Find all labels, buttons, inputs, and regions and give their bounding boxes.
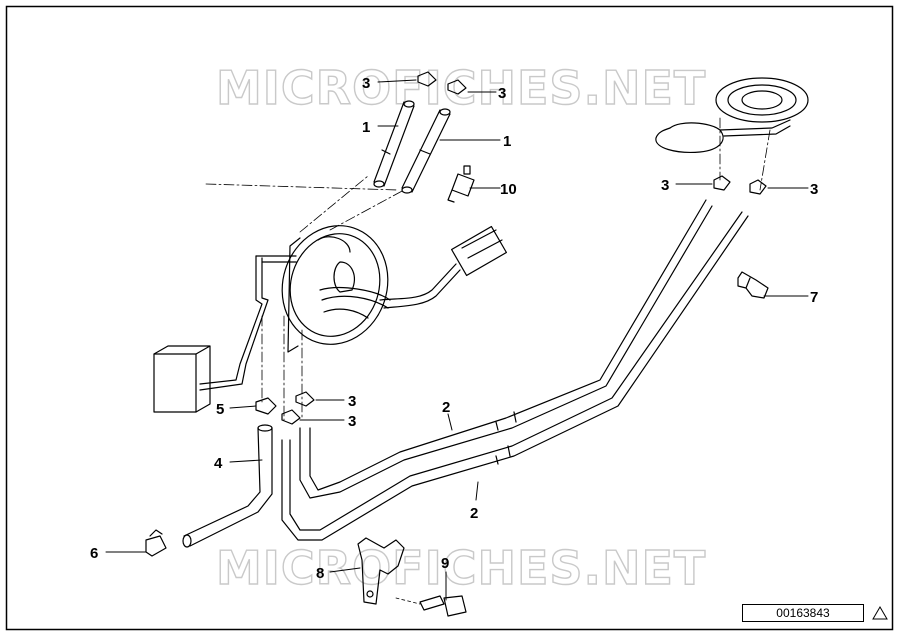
clamp-lower-2 bbox=[281, 409, 301, 425]
hose-short-2 bbox=[401, 108, 451, 194]
clamp-top-left bbox=[417, 71, 437, 87]
callout-3f: 3 bbox=[348, 413, 356, 430]
callout-7: 7 bbox=[810, 289, 818, 306]
tank-flange bbox=[655, 77, 809, 153]
clamp-lower-1 bbox=[295, 391, 315, 407]
callout-3c: 3 bbox=[661, 177, 669, 194]
warning-triangle-icon bbox=[872, 606, 888, 620]
callout-1a: 1 bbox=[362, 119, 370, 136]
callout-2b: 2 bbox=[470, 505, 478, 522]
clamp-right-1 bbox=[713, 175, 731, 191]
callout-10: 10 bbox=[500, 181, 517, 198]
fuel-pump-unit bbox=[281, 225, 508, 353]
diagram-border bbox=[5, 5, 894, 631]
hose-clamp bbox=[145, 529, 167, 557]
watermark-top: MICROFICHES.NET bbox=[216, 61, 706, 115]
callout-5: 5 bbox=[216, 401, 224, 418]
leader-lines bbox=[105, 79, 809, 601]
watermark-bottom: MICROFICHES.NET bbox=[216, 541, 706, 595]
level-sensor bbox=[153, 255, 297, 413]
hose-return bbox=[182, 424, 273, 548]
clamp-right-2 bbox=[749, 179, 767, 195]
guide-lines bbox=[205, 117, 771, 421]
diagram-number-box: 00163843 bbox=[742, 604, 864, 622]
clamp-top-right bbox=[447, 79, 467, 95]
callout-2a: 2 bbox=[442, 399, 450, 416]
callout-4: 4 bbox=[214, 455, 223, 472]
valve bbox=[447, 165, 475, 203]
bolt bbox=[395, 595, 467, 617]
callout-9: 9 bbox=[441, 555, 449, 572]
callout-8: 8 bbox=[316, 565, 324, 582]
callout-3d: 3 bbox=[810, 181, 818, 198]
fuel-line-upper bbox=[299, 199, 713, 499]
callout-3a: 3 bbox=[362, 75, 370, 92]
callout-3e: 3 bbox=[348, 393, 356, 410]
callout-1b: 1 bbox=[503, 133, 511, 150]
bracket-clip bbox=[737, 271, 769, 299]
fuel-line-lower bbox=[281, 211, 749, 541]
clamp-5 bbox=[255, 397, 277, 415]
mounting-bracket bbox=[357, 537, 405, 605]
callout-3b: 3 bbox=[498, 85, 506, 102]
hose-short-1 bbox=[373, 100, 415, 188]
callout-6: 6 bbox=[90, 545, 98, 562]
